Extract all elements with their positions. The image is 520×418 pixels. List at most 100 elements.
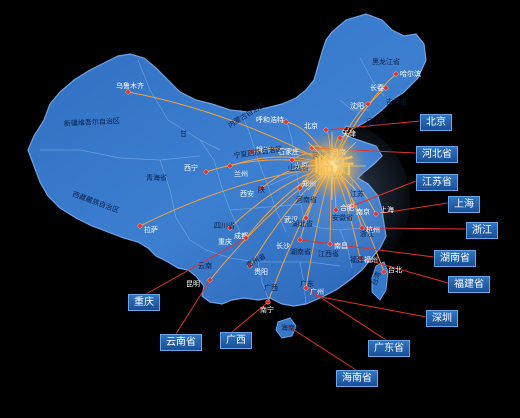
city-dot-haerbin [393, 71, 399, 77]
city-dot-changchun [383, 85, 389, 91]
city-name-lanzhou: 兰州 [234, 169, 248, 178]
city-dot-xian [259, 185, 265, 191]
city-name-tianjin: 天津 [342, 130, 356, 138]
leader-hainan [287, 325, 357, 371]
leader-chongqing [145, 237, 247, 295]
province-gansu: 甘 [180, 129, 187, 138]
leader-fujian [359, 257, 449, 284]
province-henan: 河南省 [296, 195, 317, 204]
city-dot-xining [203, 169, 209, 175]
city-name-wuhan: 武汉 [284, 215, 298, 224]
city-name-haerbin: 哈尔滨 [400, 69, 421, 78]
hub-name: 临沂 [314, 154, 354, 178]
city-name-guangzhou: 广州 [310, 287, 324, 296]
city-dot-chongqing [243, 235, 249, 241]
leader-hunan [299, 239, 435, 258]
city-name-guiyang: 贵阳 [254, 267, 268, 276]
leader-guangxi [231, 301, 269, 333]
city-name-chongqing: 重庆 [218, 237, 232, 246]
city-dot-lanzhou [227, 163, 233, 169]
province-hunan: 湖南省 [290, 247, 311, 256]
city-dot-taibei [381, 269, 387, 275]
province-jiangxi: 江西省 [318, 249, 339, 258]
province-borders [40, 57, 385, 305]
city-name-nanjing: 南京 [356, 207, 370, 216]
city-name-beijing: 北京 [304, 121, 318, 130]
province-qinghai: 青海省 [146, 173, 167, 182]
city-name-shanghai: 上海 [380, 205, 394, 214]
province-xinjiang: 新疆维吾尔自治区 [64, 116, 120, 128]
label-shanghai: 上海 [448, 196, 480, 213]
leader-shanghai [375, 202, 449, 215]
city-name-taibei: 台北 [388, 265, 402, 274]
hainan-island [275, 317, 297, 339]
label-hunan: 湖南省 [434, 250, 476, 267]
province-sichuan: 四川省 [214, 221, 235, 230]
hub-rays [298, 132, 366, 200]
city-name-huhehaote: 呼和浩特 [256, 115, 284, 124]
city-dot-yinchuan [249, 149, 255, 155]
city-dot-nanning [265, 299, 271, 305]
label-yunnan: 云南省 [160, 334, 202, 351]
label-shenzhen: 深圳 [426, 310, 458, 327]
province-jilin: 吉林省 [386, 97, 407, 106]
leader-guangdong [305, 287, 387, 341]
city-dot-guangzhou [303, 285, 309, 291]
city-dot-changsha [297, 237, 303, 243]
province-shaanxi: 陕 [258, 185, 265, 194]
label-guangxi: 广西 [220, 332, 252, 349]
city-name-kunming: 昆明 [186, 280, 200, 288]
city-dot-fuzhou [357, 255, 363, 261]
city-dot-nanchang [327, 241, 333, 247]
city-name-hangzhou: 杭州 [366, 225, 380, 234]
label-beijing: 北京 [420, 114, 452, 131]
city-name-wulumuqi: 乌鲁木齐 [116, 81, 144, 90]
label-chongqing: 重庆 [128, 294, 160, 311]
city-dot-shenyang [365, 101, 371, 107]
label-guangdong: 广东省 [368, 340, 410, 357]
city-dot-kunming [207, 277, 213, 283]
city-name-shenyang: 沈阳 [350, 101, 364, 110]
label-zhejiang: 浙江 [466, 222, 498, 239]
city-name-shijiazhuang: 石家庄 [278, 147, 299, 156]
city-name-changchun: 长春 [370, 83, 384, 92]
city-name-xining: 西宁 [184, 163, 198, 172]
province-heilongjiang: 黑龙江省 [372, 57, 400, 66]
city-dot-taiyuan [289, 157, 295, 163]
city-dot-wulumuqi [125, 89, 131, 95]
province-liaoning: 辽宁省 [366, 117, 387, 126]
label-hainan: 海南省 [336, 370, 378, 387]
city-name-yinchuan: 银川 [256, 145, 270, 154]
province-hainan: 海南省 [281, 323, 302, 332]
city-dot-hefei [333, 207, 339, 213]
province-anhui: 安徽省 [332, 213, 353, 222]
city-dot-zhengzhou [297, 185, 303, 191]
city-dot-guiyang [247, 263, 253, 269]
label-hebei: 河北省 [416, 146, 458, 163]
province-guangxi: 广西 [264, 283, 278, 292]
leader-beijing [325, 120, 421, 131]
province-fujian: 福建 [350, 255, 364, 264]
city-name-xian: 西安 [240, 189, 254, 198]
city-dot-lasa [137, 223, 143, 229]
city-name-changsha: 长沙 [276, 241, 290, 250]
city-dot-shanghai [373, 211, 379, 217]
city-name-lasa: 拉萨 [144, 225, 158, 234]
city-name-hefei: 合肥 [340, 203, 354, 212]
city-dot-huhehaote [283, 119, 289, 125]
city-dot-hangzhou [359, 225, 365, 231]
province-yunnan: 云南 [198, 261, 212, 270]
city-name-nanning: 南宁 [260, 305, 274, 314]
label-jiangsu: 江苏省 [416, 174, 458, 191]
province-jiangsu: 江苏 [350, 189, 364, 198]
leader-shenzhen [315, 295, 427, 318]
label-fujian: 福建省 [448, 276, 490, 293]
leader-zhejiang [361, 227, 467, 230]
province-hubei: 湖北省 [292, 219, 313, 228]
province-zhejiang: 浙江 [360, 229, 374, 238]
leader-yunnan [175, 279, 211, 335]
leader-jiangsu [351, 180, 417, 207]
city-name-fuzhou: 福州 [364, 255, 378, 264]
city-dot-chengdu [227, 225, 233, 231]
